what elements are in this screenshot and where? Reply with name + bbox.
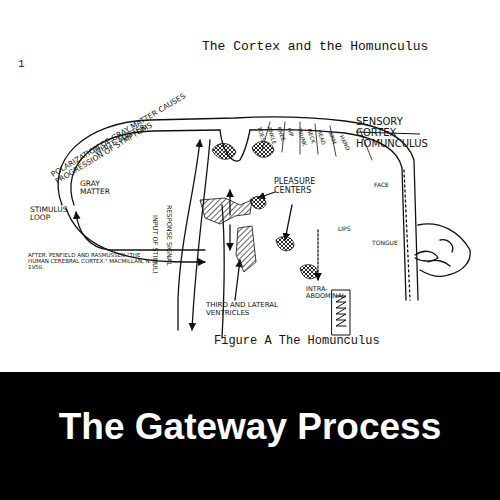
ventricle-shape [200, 198, 252, 224]
gray-matter-patch [212, 143, 236, 159]
page-title: The Cortex and the Homunculus [202, 40, 428, 54]
title-band: The Gateway Process [0, 372, 500, 500]
leader-line [235, 260, 240, 300]
body-part: TONGUE [372, 240, 406, 247]
body-part: LIPS [338, 226, 368, 233]
part-name: STIMULUS LOOP [30, 206, 78, 223]
signal-line [178, 140, 200, 330]
homunculus-lips [415, 251, 438, 261]
cortex-sketch [262, 122, 372, 160]
ventricle-shape [236, 226, 256, 272]
signal-name: RESPONSE SIGNAL [165, 205, 172, 295]
pleasure-center [250, 197, 266, 209]
signal-line [222, 205, 224, 338]
homunculus-face [418, 224, 470, 277]
body-part: FACE [374, 182, 404, 189]
banner-title: The Gateway Process [59, 406, 442, 448]
part-name: INTRA-ABDOMINAL [306, 286, 361, 300]
part-name: PLEASURE CENTERS [274, 178, 334, 196]
leader-arrow [229, 225, 230, 250]
body-part: HAND [339, 134, 358, 164]
figure-caption: Figure A The Homunculus [214, 335, 380, 348]
pleasure-center [300, 265, 318, 279]
source-note: AFTER: PENFIELD AND RASMUSSEN "THE HUMAN… [28, 252, 156, 270]
cortex-dotted [404, 170, 410, 300]
signal-name: INPUT OF STIMULI [151, 215, 158, 305]
pleasure-center [276, 237, 294, 251]
part-name: GRAY MATTER [80, 180, 122, 197]
cortex-inner [71, 130, 406, 300]
leader-line [285, 205, 292, 240]
page-number: 1 [18, 58, 38, 70]
part-name: THIRD AND LATERAL VENTRICLES [206, 302, 281, 317]
part-name: SENSORY CORTEX HOMUNCULUS [356, 116, 436, 149]
